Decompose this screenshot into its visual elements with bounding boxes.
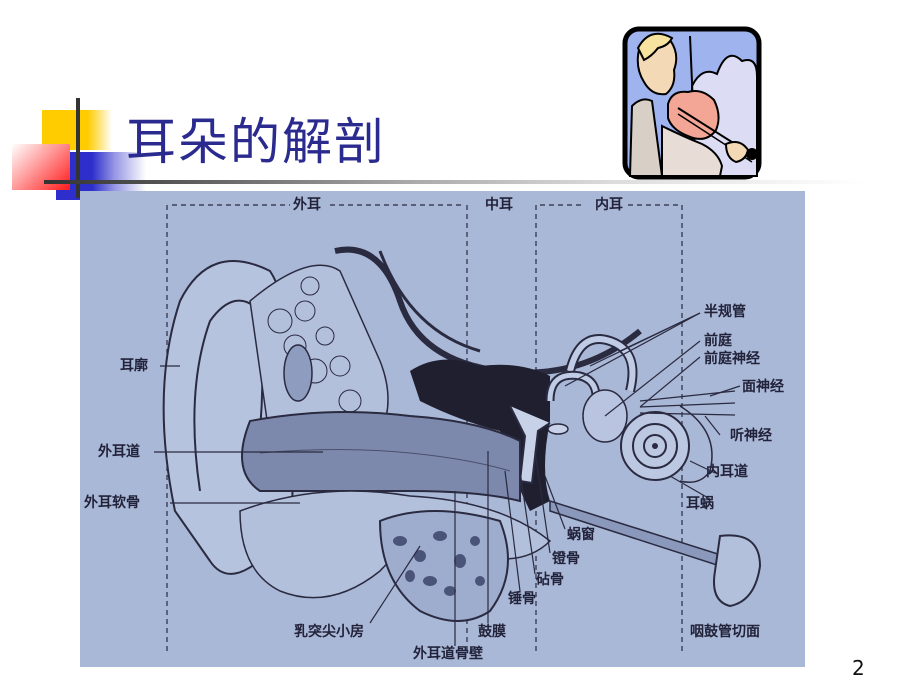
label-eustachian-tube-section: 咽鼓管切面 [690,624,760,640]
ear-anatomy-figure: 外耳 中耳 内耳 耳廓 外耳道 外耳软骨 半规管 前庭 前庭神经 面神经 听神经… [80,191,805,667]
label-ear-cartilage: 外耳软骨 [84,495,140,511]
label-mastoid-tip-cells: 乳突尖小房 [294,624,364,640]
label-bony-canal-wall: 外耳道骨壁 [413,646,483,662]
ear-diagram-drawing [154,204,762,651]
label-semicircular-canals: 半规管 [704,304,746,320]
label-stapes: 镫骨 [552,551,580,567]
label-incus: 砧骨 [536,572,564,588]
label-facial-nerve: 面神经 [742,379,784,395]
label-round-window: 蜗窗 [567,527,595,543]
region-label-inner-ear: 内耳 [595,197,623,213]
label-cochlea: 耳蜗 [686,496,714,512]
region-label-middle-ear: 中耳 [485,197,513,213]
label-vestibular-nerve: 前庭神经 [704,351,760,367]
violinist-clipart-icon [622,26,762,180]
label-eardrum: 鼓膜 [478,624,506,640]
label-internal-auditory-canal: 内耳道 [706,464,748,480]
label-malleus: 锤骨 [508,591,536,607]
label-external-auditory-canal: 外耳道 [98,444,140,460]
label-vestibule: 前庭 [704,333,732,349]
label-auricle: 耳廓 [120,358,148,374]
slide-title: 耳朵的解剖 [126,113,386,171]
decor-vertical-line [76,98,80,198]
title-underline [44,180,864,184]
page-number: 2 [852,656,865,680]
region-label-outer-ear: 外耳 [293,197,321,213]
label-auditory-nerve: 听神经 [730,428,772,444]
